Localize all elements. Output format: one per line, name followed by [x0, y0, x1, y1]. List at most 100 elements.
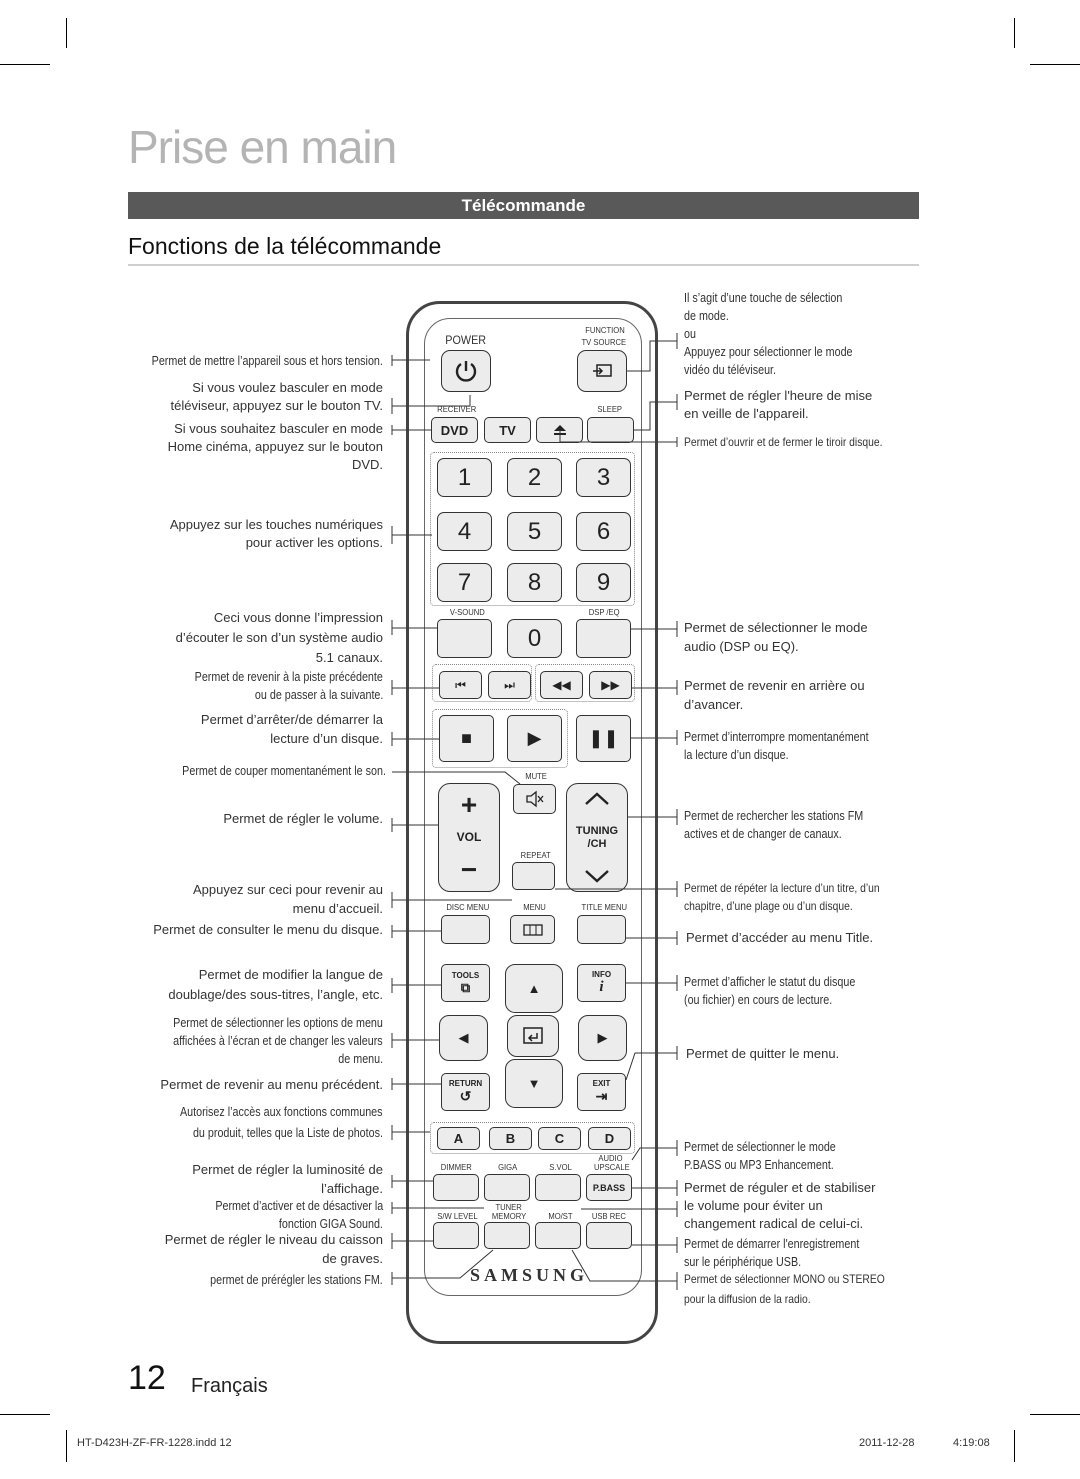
skip-forward-button[interactable]: ⏭ [488, 671, 531, 699]
label-vsound-2: d’écouter le son d’un système audio [175, 630, 383, 645]
power-label: POWER [445, 333, 487, 347]
arrow-up-icon: ▲ [527, 981, 541, 996]
page-number: 12 [128, 1359, 166, 1397]
label-title-menu: Permet d’accéder au menu Title. [686, 930, 874, 945]
mute-button[interactable] [513, 784, 556, 814]
tools-button[interactable]: TOOLS ⧉ [441, 964, 490, 1002]
disc-menu-button[interactable] [441, 915, 490, 944]
a-button[interactable]: A [437, 1127, 480, 1150]
page-language: Français [191, 1375, 268, 1397]
dimmer-button[interactable] [433, 1174, 479, 1201]
color-group [430, 1122, 635, 1154]
label-abcd-2: du produit, telles que la Liste de photo… [192, 1126, 383, 1140]
divider [128, 264, 919, 266]
label-home-1: Appuyez sur ceci pour revenir au [192, 882, 383, 897]
exit-button[interactable]: EXIT ⇥ [577, 1073, 626, 1111]
play-button[interactable]: ▶ [507, 715, 562, 762]
function-button[interactable] [577, 350, 627, 392]
tuner-label: TUNER [495, 1202, 522, 1212]
digit-7[interactable]: 7 [437, 563, 492, 602]
label-swlevel-2: de graves. [322, 1251, 383, 1266]
label-svol-3: changement radical de celui-ci. [684, 1216, 864, 1231]
sw-level-button[interactable] [433, 1222, 479, 1249]
return-button[interactable]: RETURN ↺ [441, 1073, 490, 1111]
rewind-button[interactable]: ◀◀ [540, 671, 583, 699]
label-numeric-2: pour activer les options. [245, 535, 383, 550]
samsung-logo: SAMSUNG [470, 1265, 589, 1285]
label-vsound-3: 5.1 canaux. [315, 650, 383, 665]
svol-label: S.VOL [549, 1162, 572, 1172]
digit-8[interactable]: 8 [507, 563, 562, 602]
stop-button[interactable]: ■ [439, 715, 494, 762]
tuning-rocker[interactable]: TUNING /CH [566, 783, 628, 892]
dsp-eq-button[interactable] [576, 619, 631, 658]
disc-menu-label: DISC MENU [446, 902, 490, 912]
crop-mark [1014, 1430, 1015, 1462]
power-icon [455, 361, 477, 382]
label-function-2: de mode. [684, 309, 729, 323]
print-time: 4:19:08 [953, 1437, 990, 1449]
info-button[interactable]: INFO i [577, 964, 626, 1002]
pause-button[interactable]: ❚❚ [576, 715, 631, 762]
left-button[interactable]: ◀ [439, 1015, 488, 1061]
label-stop-play-2: lecture d’un disque. [270, 731, 383, 746]
repeat-button[interactable] [512, 862, 555, 890]
pause-icon: ❚❚ [588, 728, 619, 748]
label-volume: Permet de régler le volume. [223, 811, 383, 826]
rewind-icon: ◀◀ [552, 678, 571, 692]
right-button[interactable]: ▶ [578, 1015, 627, 1061]
power-button[interactable] [441, 350, 491, 392]
mute-label: MUTE [525, 771, 547, 781]
label-tvsource-2: vidéo du téléviseur. [684, 363, 777, 377]
digit-6[interactable]: 6 [576, 512, 631, 551]
dvd-button[interactable]: DVD [431, 417, 478, 443]
digit-1[interactable]: 1 [437, 458, 492, 497]
label-most-1: Permet de sélectionner MONO ou STEREO [684, 1272, 885, 1286]
vsound-button[interactable] [437, 619, 492, 658]
fast-forward-button[interactable]: ▶▶ [589, 671, 632, 699]
tv-button[interactable]: TV [484, 417, 531, 443]
label-tuner-memory: permet de prérégler les stations FM. [210, 1273, 383, 1287]
digit-4[interactable]: 4 [437, 512, 492, 551]
giga-button[interactable] [484, 1174, 530, 1201]
dsp-eq-label: DSP /EQ [588, 607, 620, 617]
label-eject: Permet d’ouvrir et de fermer le tiroir d… [684, 435, 883, 449]
usb-rec-button[interactable] [586, 1222, 632, 1249]
digit-0[interactable]: 0 [507, 619, 562, 658]
most-button[interactable] [535, 1222, 581, 1249]
digit-9[interactable]: 9 [576, 563, 631, 602]
d-button[interactable]: D [588, 1127, 631, 1150]
label-return: Permet de revenir au menu précédent. [160, 1077, 383, 1092]
svol-button[interactable] [535, 1174, 581, 1201]
digit-3[interactable]: 3 [576, 458, 631, 497]
label-pause-1: Permet d’interrompre momentanément [684, 730, 869, 744]
sleep-button[interactable] [587, 417, 634, 443]
enter-button[interactable] [507, 1015, 559, 1057]
b-button[interactable]: B [489, 1127, 532, 1150]
label-giga-2: fonction GIGA Sound. [279, 1217, 383, 1231]
digit-5[interactable]: 5 [507, 512, 562, 551]
label-arrows-1: Permet de sélectionner les options de me… [173, 1016, 383, 1030]
tuning-label: TUNING [575, 824, 619, 837]
volume-rocker[interactable]: + VOL − [438, 783, 500, 892]
label-function-or: ou [684, 327, 696, 341]
up-button[interactable]: ▲ [505, 964, 563, 1013]
menu-button[interactable] [510, 915, 555, 944]
skip-back-button[interactable]: ⏮ [439, 671, 482, 699]
dimmer-label: DIMMER [440, 1162, 472, 1172]
chevron-up-icon [585, 792, 609, 805]
label-dvd-3: DVD. [351, 457, 383, 472]
file-name: HT-D423H-ZF-FR-1228.indd 12 [77, 1437, 232, 1449]
label-dvd-1: Si vous souhaitez basculer en mode [174, 421, 383, 436]
digit-2[interactable]: 2 [507, 458, 562, 497]
label-tv-2: téléviseur, appuyez sur le bouton TV. [170, 398, 383, 413]
down-button[interactable]: ▼ [505, 1059, 563, 1108]
remote-face [424, 318, 642, 1296]
tuner-memory-button[interactable] [484, 1222, 530, 1249]
c-button[interactable]: C [538, 1127, 581, 1150]
label-power: Permet de mettre l’appareil sous et hors… [151, 354, 383, 368]
label-upscale-1: Permet de sélectionner le mode [684, 1140, 836, 1154]
title-menu-button[interactable] [577, 915, 626, 944]
numpad-group [430, 452, 635, 606]
pbass-button[interactable]: P.BASS [586, 1174, 632, 1201]
